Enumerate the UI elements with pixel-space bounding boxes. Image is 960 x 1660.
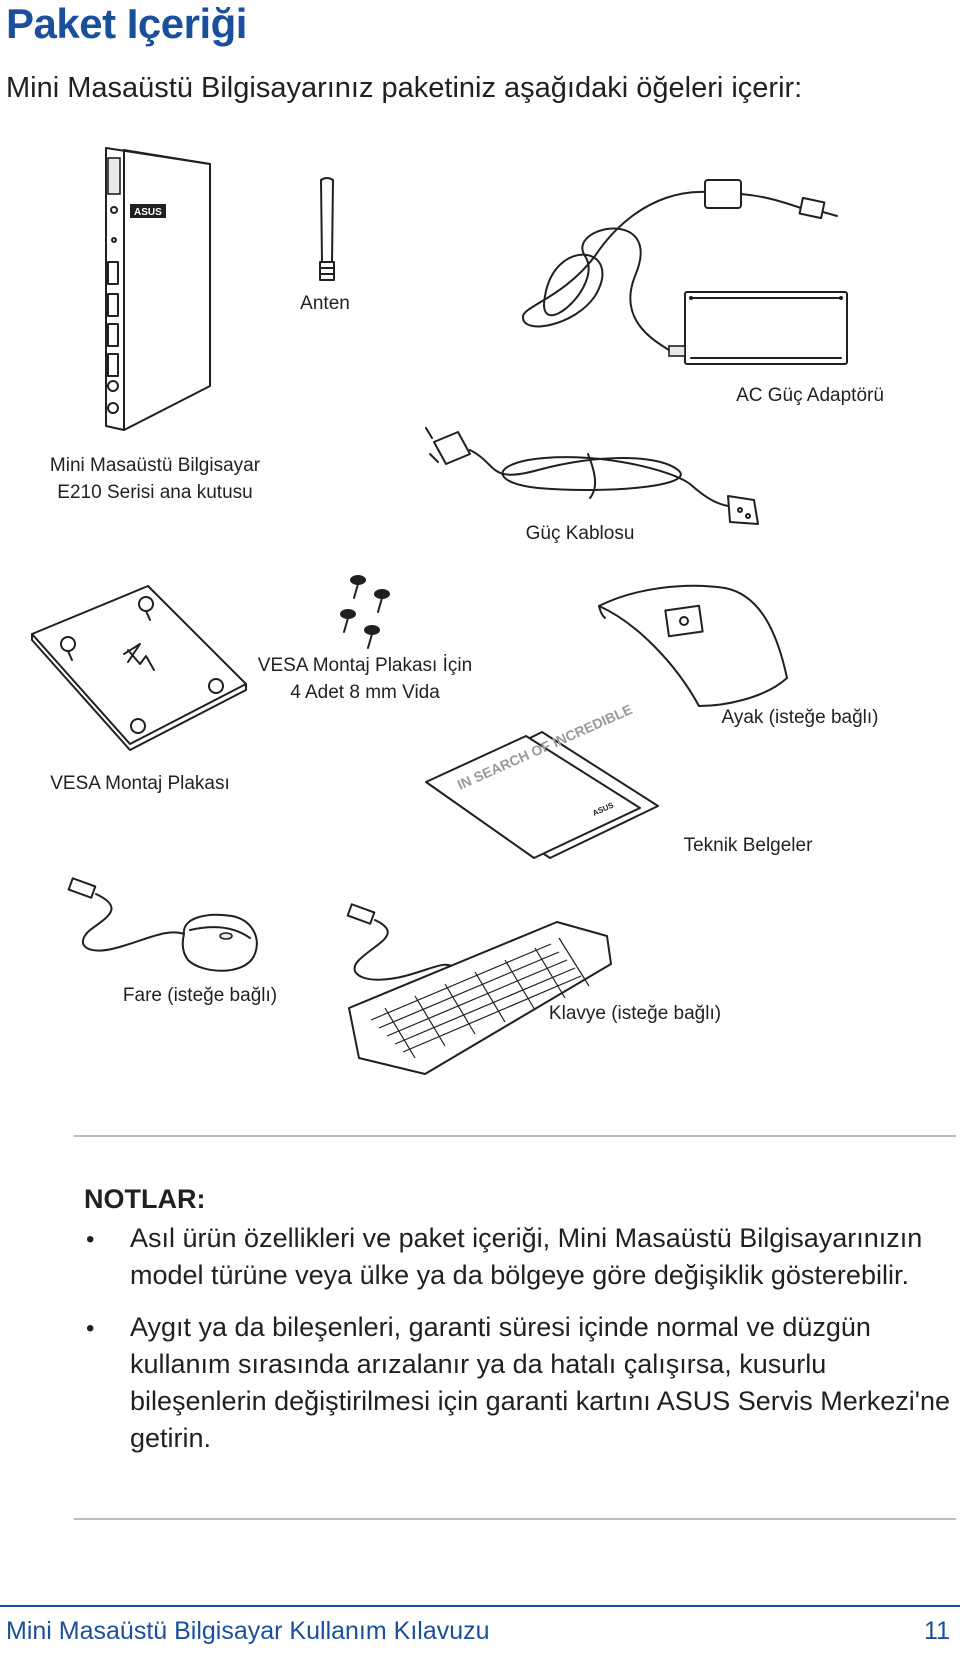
screws-label-line1: VESA Montaj Plakası İçin [257,655,473,676]
antenna-illustration [319,177,335,281]
documents-label: Teknik Belgeler [683,835,813,856]
stand-label: Ayak (isteğe bağlı) [721,707,879,728]
notes-top-divider [74,1135,956,1137]
antenna-label: Anten [300,293,350,314]
mini-pc-illustration: ASUS [105,147,211,431]
footer-divider [0,1605,960,1607]
footer-manual-title: Mini Masaüstü Bilgisayar Kullanım Kılavu… [6,1617,490,1645]
svg-text:ASUS: ASUS [134,207,162,218]
keyboard-keys [370,937,590,1059]
power-cord-illustration [425,427,759,525]
ac-adapter-label: AC Güç Adaptörü [736,385,884,406]
mouse-label: Fare (isteğe bağlı) [122,985,278,1006]
stand-illustration [598,584,788,707]
keyboard-illustration [346,903,612,1075]
documents-illustration: IN SEARCH OF INCREDIBLE ASUS [425,701,659,859]
mouse-illustration [67,877,258,972]
screws-illustration [340,575,390,649]
main-unit-label-line2: E210 Serisi ana kutusu [57,482,253,503]
page-number: 11 [924,1617,950,1645]
notes-heading: NOTLAR: [84,1184,206,1214]
vesa-plate-illustration [31,585,247,751]
ac-adapter-illustration [521,179,848,365]
power-cord-label: Güç Kablosu [525,523,635,544]
note-item-2: Aygıt ya da bileşenleri, garanti süresi … [130,1312,950,1453]
note-bullet-2: • [86,1315,95,1342]
screws-label: VESA Montaj Plakası İçin 4 Adet 8 mm Vid… [250,652,480,706]
keyboard-label: Klavye (isteğe bağlı) [548,1003,722,1024]
notes-bottom-divider [74,1518,956,1520]
note-item-1: Asıl ürün özellikleri ve paket içeriği, … [130,1223,923,1290]
vesa-plate-label: VESA Montaj Plakası [50,773,230,794]
main-unit-label-line1: Mini Masaüstü Bilgisayar [49,455,261,476]
screws-label-line2: 4 Adet 8 mm Vida [290,682,440,703]
page-title: Paket Içeriği [6,0,247,47]
main-unit-label: Mini Masaüstü Bilgisayar E210 Serisi ana… [40,452,270,506]
note-bullet-1: • [86,1226,95,1253]
page-subtitle: Mini Masaüstü Bilgisayarınız paketiniz a… [6,72,803,104]
